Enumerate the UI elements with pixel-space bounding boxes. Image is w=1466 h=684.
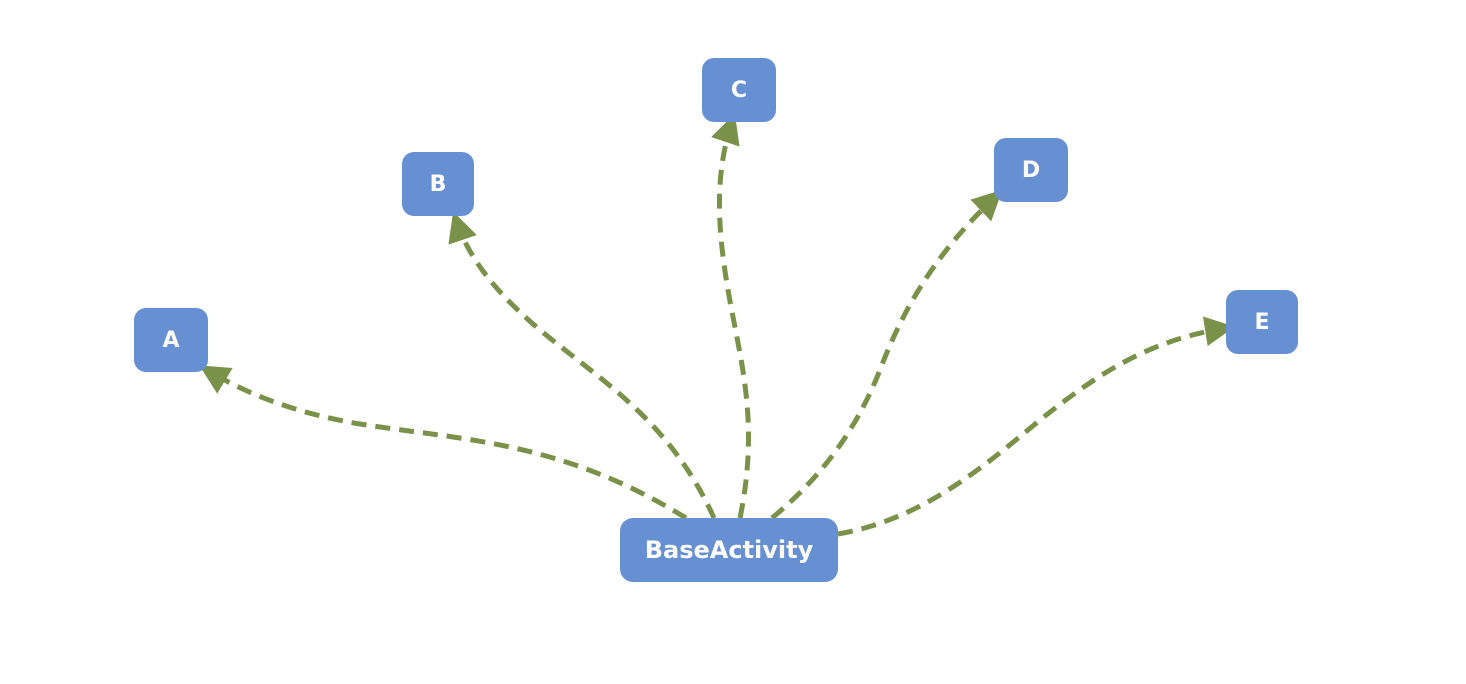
edge-root-to-a xyxy=(199,365,688,521)
node-base-activity-label: BaseActivity xyxy=(644,536,814,564)
node-b-label: B xyxy=(429,171,447,197)
node-e: E xyxy=(1226,290,1298,354)
node-b: B xyxy=(402,152,474,216)
edge-root-to-c xyxy=(711,113,751,519)
node-d: D xyxy=(994,138,1068,202)
node-c-label: C xyxy=(730,77,748,103)
node-d-label: D xyxy=(1021,157,1041,183)
node-a-label: A xyxy=(162,327,180,353)
node-a: A xyxy=(134,308,208,372)
edge-root-to-e xyxy=(837,316,1235,537)
node-e-label: E xyxy=(1254,309,1270,335)
node-c: C xyxy=(702,58,776,122)
edge-root-to-d xyxy=(770,189,1003,520)
node-base-activity: BaseActivity xyxy=(620,518,838,582)
edge-root-to-b xyxy=(448,211,717,520)
